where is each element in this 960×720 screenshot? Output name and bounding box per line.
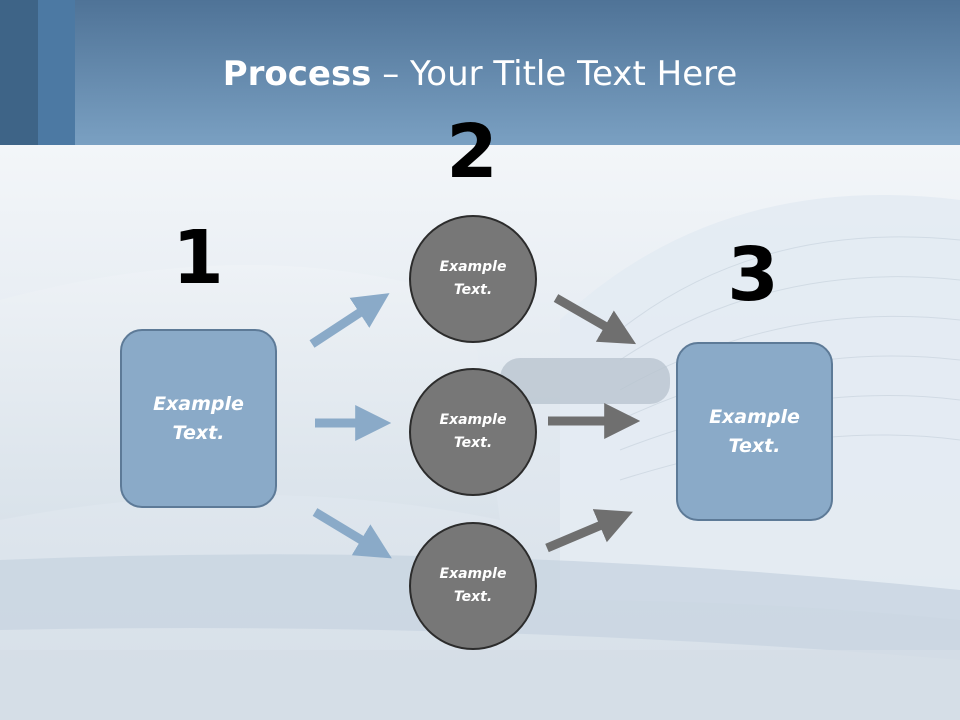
step-2-circle-middle: Example Text. xyxy=(409,368,537,496)
step-2-circle-bottom: Example Text. xyxy=(409,522,537,650)
title-bar: Process – Your Title Text Here xyxy=(0,0,960,145)
title-bold: Process xyxy=(222,54,372,94)
step-3-text-line1: Example xyxy=(709,405,800,428)
arrow-blue-up xyxy=(309,293,390,348)
arrow-gray-down xyxy=(553,294,637,345)
step-1-box: Example Text. xyxy=(120,329,277,508)
circle-bottom-line2: Text. xyxy=(453,589,493,605)
step-number-1: 1 xyxy=(172,215,224,301)
title-rest: – Your Title Text Here xyxy=(371,54,738,94)
step-number-3: 3 xyxy=(727,232,779,318)
step-3-box: Example Text. xyxy=(676,342,833,521)
arrow-blue-down xyxy=(312,508,392,559)
circle-top-line1: Example xyxy=(439,259,507,275)
step-3-text-line2: Text. xyxy=(728,434,781,457)
slide-title: Process – Your Title Text Here xyxy=(0,52,960,96)
step-number-2: 2 xyxy=(446,109,498,195)
circle-middle-line2: Text. xyxy=(453,435,493,451)
circle-top-line2: Text. xyxy=(453,282,493,298)
circle-bottom-line1: Example xyxy=(439,566,507,582)
circle-middle-line1: Example xyxy=(439,412,507,428)
step-2-circle-top: Example Text. xyxy=(409,215,537,343)
step-1-text-line2: Text. xyxy=(172,421,225,444)
arrow-gray-up xyxy=(545,509,633,553)
step-1-text-line1: Example xyxy=(153,392,244,415)
